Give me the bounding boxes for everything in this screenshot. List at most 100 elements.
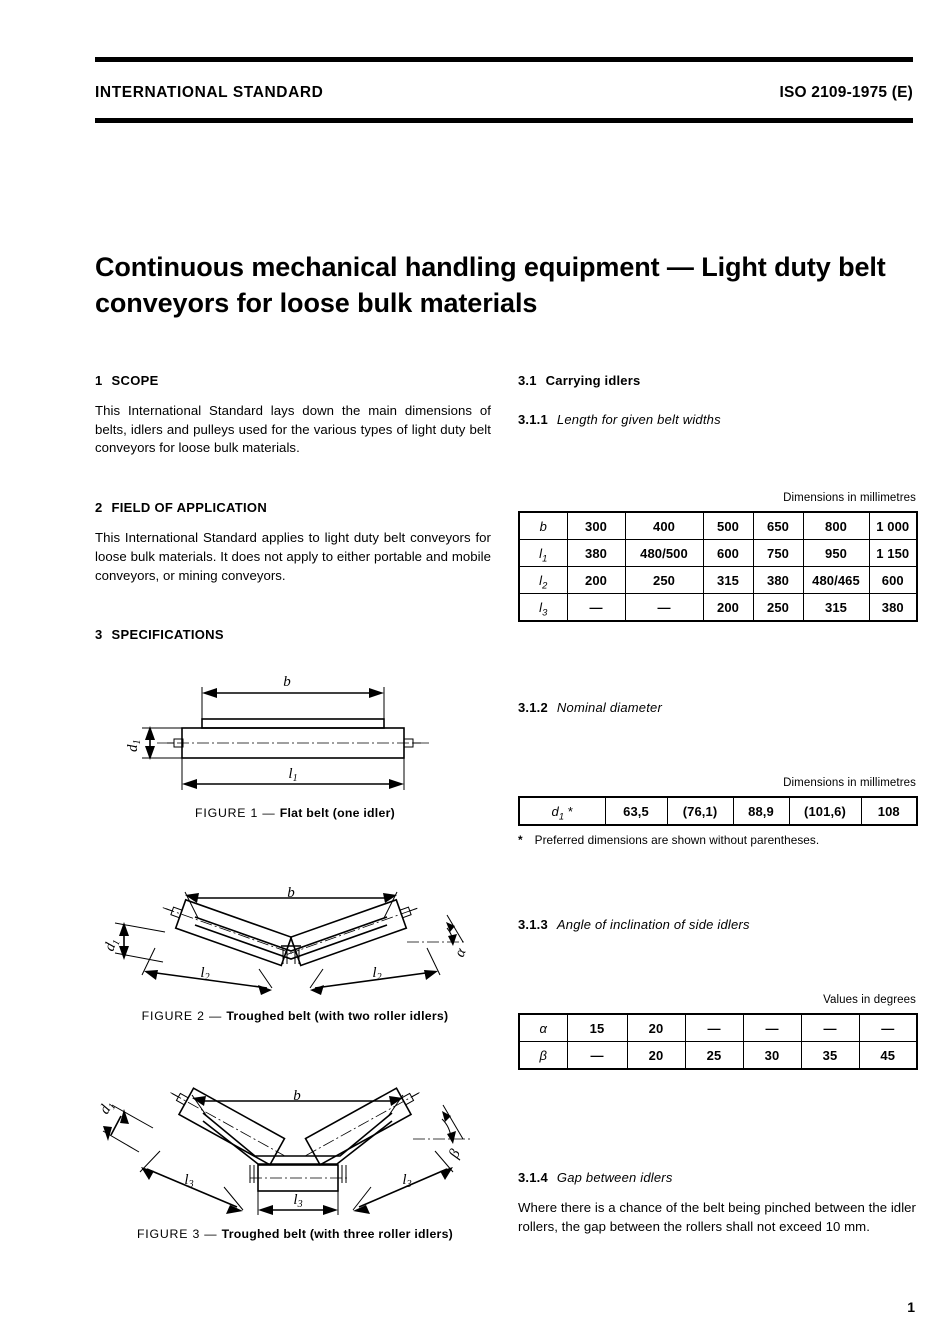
table-lengths-rowlabel-l2: l2	[518, 566, 568, 594]
figure-3-label-l3-centre: l3	[293, 1192, 302, 1210]
figure-3-drawing: b d1 β l3	[97, 1087, 473, 1215]
figure-1-caption: FIGURE 1 — Flat belt (one idler)	[95, 806, 495, 820]
subsection-number-carrying-idlers: 3.1	[518, 373, 537, 388]
cell: 315	[702, 566, 754, 594]
figure-3-label-beta: β	[446, 1147, 464, 1162]
figure-3: b d1 β l3	[95, 1083, 495, 1241]
cell: 35	[800, 1041, 860, 1070]
figure-3-caption: FIGURE 3 — Troughed belt (with three rol…	[95, 1227, 495, 1241]
cell: 315	[802, 593, 870, 622]
table-lengths-rowlabel-b: b	[518, 511, 568, 540]
cell: 15	[566, 1013, 628, 1042]
figure-2-label-alpha: α	[452, 945, 470, 959]
cell: 63,5	[604, 796, 668, 826]
header-left-label: INTERNATIONAL STANDARD	[95, 84, 324, 101]
table-row: β — 20 25 30 35 45	[518, 1041, 918, 1070]
spacer	[95, 585, 491, 627]
figure-3-label-b: b	[293, 1088, 301, 1104]
subsection-title-length-for-belt-widths: Length for given belt widths	[556, 412, 721, 427]
section-title-field-of-application: FIELD OF APPLICATION	[111, 500, 268, 516]
header-standard-number: ISO 2109-1975 (E)	[779, 84, 913, 101]
cell: 88,9	[732, 796, 790, 826]
cell: 20	[626, 1041, 686, 1070]
table-diameter-units-note: Dimensions in millimetres	[783, 777, 916, 789]
cell: —	[624, 593, 704, 622]
cell: 108	[860, 796, 918, 826]
table-angles-rowlabel-alpha: α	[518, 1013, 568, 1042]
table-angles-units-note: Values in degrees	[823, 994, 916, 1006]
table-lengths-units-note: Dimensions in millimetres	[783, 492, 916, 504]
figure-1-drawing: b d1 l1	[125, 674, 431, 790]
cell: 250	[752, 593, 804, 622]
footnote-marker: *	[518, 833, 523, 847]
table-lengths-rowlabel-l1: l1	[518, 539, 568, 567]
section-number-specifications: 3	[95, 627, 103, 643]
section-title-scope: SCOPE	[111, 373, 159, 388]
table-diameter-rowlabel-d1: d1 *	[518, 796, 606, 826]
left-column: 1 SCOPE This International Standard lays …	[95, 373, 491, 656]
subsection-title-gap-between-idlers: Gap between idlers	[556, 1170, 673, 1185]
table-row: l3 — — 200 250 315 380	[518, 593, 918, 622]
section-title-specifications: SPECIFICATIONS	[111, 627, 224, 643]
figure-3-lead: FIGURE 3 —	[136, 1227, 222, 1241]
figure-2: b d1 α l2	[95, 880, 495, 1023]
footnote-text: Preferred dimensions are shown without p…	[534, 833, 820, 847]
cell: 1 150	[868, 539, 918, 567]
section-body-scope: This International Standard lays down th…	[95, 403, 491, 456]
figure-2-caption: FIGURE 2 — Troughed belt (with two rolle…	[95, 1009, 495, 1023]
right-column: 3.1 Carrying idlers 3.1.1 Length for given…	[518, 373, 918, 1236]
figure-2-label-l2-left: l2	[200, 965, 209, 983]
cell: 600	[702, 539, 754, 567]
table-lengths-rowlabel-l3: l3	[518, 593, 568, 622]
cell: (101,6)	[788, 796, 862, 826]
cell: 800	[802, 511, 870, 540]
cell: 500	[702, 511, 754, 540]
subsection-heading-gap-between-idlers: 3.1.4 Gap between idlers	[518, 1170, 916, 1185]
cell: 480/465	[802, 566, 870, 594]
figure-2-drawing: b d1 α l2	[102, 885, 470, 995]
section-heading-scope: 1 SCOPE	[95, 373, 491, 388]
subsection-number-length-for-belt-widths: 3.1.1	[518, 412, 548, 427]
subsection-number-gap-between-idlers: 3.1.4	[518, 1170, 548, 1185]
cell: 950	[802, 539, 870, 567]
subsection-heading-length-for-belt-widths: 3.1.1 Length for given belt widths	[518, 412, 916, 427]
figure-2-label-l2-right: l2	[372, 965, 381, 983]
cell: 250	[624, 566, 704, 594]
cell: 45	[858, 1041, 918, 1070]
figure-2-label-d1: d1	[102, 936, 123, 954]
cell: 1 000	[868, 511, 918, 540]
figure-3-label-l3-left: l3	[184, 1172, 193, 1190]
spacer	[95, 458, 491, 500]
header-rule-bottom	[95, 118, 913, 123]
figure-1-label-d1: d1	[125, 740, 143, 753]
cell: 300	[566, 511, 626, 540]
figure-3-label-l3-right: l3	[402, 1172, 411, 1190]
cell: 400	[624, 511, 704, 540]
table-row: α 15 20 — — — —	[518, 1013, 918, 1042]
table-row: b 300 400 500 650 800 1 000	[518, 511, 918, 540]
figure-2-caption-text: Troughed belt (with two roller idlers)	[226, 1009, 449, 1023]
figure-2-lead: FIGURE 2 —	[141, 1009, 227, 1023]
section-number-scope: 1	[95, 373, 103, 388]
figure-1-caption-text: Flat belt (one idler)	[279, 806, 395, 820]
cell: 750	[752, 539, 804, 567]
table-diameter-footnote: * Preferred dimensions are shown without …	[518, 833, 916, 847]
page-number: 1	[907, 1299, 915, 1315]
cell: 30	[742, 1041, 802, 1070]
cell: 600	[868, 566, 918, 594]
cell: 200	[702, 593, 754, 622]
cell: —	[684, 1013, 744, 1042]
figure-2-label-b: b	[287, 885, 295, 901]
table-diameter: d1 * 63,5 (76,1) 88,9 (101,6) 108	[518, 796, 918, 826]
cell: 650	[752, 511, 804, 540]
page-title: Continuous mechanical handling equipment…	[95, 252, 886, 318]
figure-3-label-d1: d1	[97, 1098, 119, 1118]
cell: 200	[566, 566, 626, 594]
subsection-title-carrying-idlers: Carrying idlers	[545, 373, 641, 388]
figure-1: b d1 l1	[95, 662, 495, 820]
cell: —	[858, 1013, 918, 1042]
